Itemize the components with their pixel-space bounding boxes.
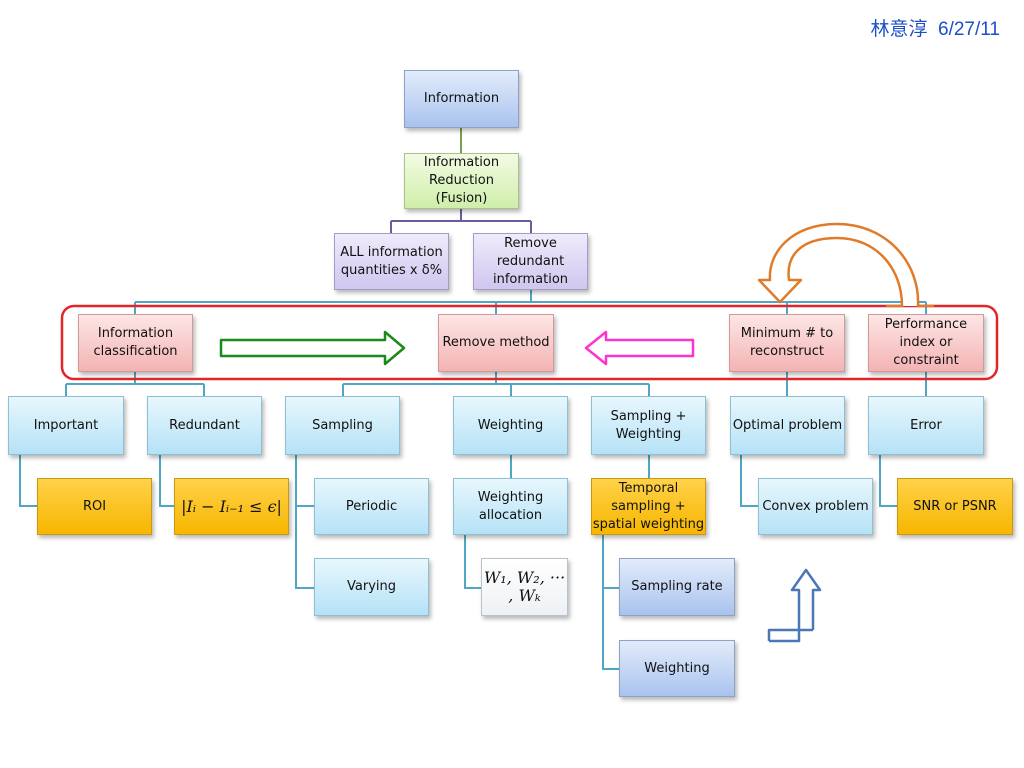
node-performance-index: Performance index or constraint bbox=[868, 314, 984, 372]
node-sampling-rate: Sampling rate bbox=[619, 558, 735, 616]
node-information-classification: Information classification bbox=[78, 314, 193, 372]
green-right-arrow bbox=[219, 330, 406, 366]
node-optimal-problem: Optimal problem bbox=[730, 396, 845, 455]
author-name: 林意淳 bbox=[870, 19, 928, 40]
node-weighting-allocation: Weighting allocation bbox=[453, 478, 568, 535]
node-redundancy-condition: |Iᵢ − Iᵢ₋₁ ≤ ϵ| bbox=[174, 478, 289, 535]
node-convex-problem: Convex problem bbox=[758, 478, 873, 535]
node-temporal-sampling: Temporal sampling + spatial weighting bbox=[591, 478, 706, 535]
node-error: Error bbox=[868, 396, 984, 455]
node-weighting-leaf: Weighting bbox=[619, 640, 735, 697]
node-all-information: ALL information quantities x δ% bbox=[334, 233, 449, 290]
highlight-frame bbox=[60, 304, 999, 381]
connector-temporal-to-children bbox=[602, 535, 619, 670]
node-sampling: Sampling bbox=[285, 396, 400, 455]
node-information-reduction: Information Reduction (Fusion) bbox=[404, 153, 519, 209]
node-weighting: Weighting bbox=[453, 396, 568, 455]
node-important: Important bbox=[8, 396, 124, 455]
node-roi: ROI bbox=[37, 478, 152, 535]
node-sampling-weighting: Sampling + Weighting bbox=[591, 396, 706, 455]
pink-left-arrow bbox=[584, 330, 695, 366]
node-weight-vector: W₁, W₂, ··· , Wₖ bbox=[481, 558, 568, 616]
node-minimum-to-reconstruct: Minimum # to reconstruct bbox=[729, 314, 845, 372]
connector-error-to-snr bbox=[879, 455, 897, 507]
node-varying: Varying bbox=[314, 558, 429, 616]
connector-allocation-to-weights bbox=[464, 535, 481, 589]
node-periodic: Periodic bbox=[314, 478, 429, 535]
node-redundant: Redundant bbox=[147, 396, 262, 455]
connector-reduction-to-children bbox=[390, 209, 532, 233]
node-remove-redundant: Remove redundant information bbox=[473, 233, 588, 290]
slide-header: 林意淳 6/27/11 bbox=[870, 14, 1000, 41]
connector-method-to-children bbox=[342, 372, 650, 396]
slide-date: 6/27/11 bbox=[938, 19, 1000, 40]
connector-important-to-roi bbox=[19, 455, 37, 507]
node-snr-psnr: SNR or PSNR bbox=[897, 478, 1013, 535]
connector-sampling-to-children bbox=[295, 455, 314, 589]
connector-optimal-to-convex bbox=[740, 455, 758, 507]
node-information: Information bbox=[404, 70, 519, 128]
connector-remove-redundant-to-level3 bbox=[134, 290, 927, 314]
blue-elbow-up-arrow bbox=[767, 568, 822, 643]
connector-classification-to-children bbox=[65, 372, 205, 396]
orange-curved-arrow bbox=[757, 222, 934, 308]
connector-redundant-to-condition bbox=[159, 455, 174, 507]
node-remove-method: Remove method bbox=[438, 314, 554, 372]
